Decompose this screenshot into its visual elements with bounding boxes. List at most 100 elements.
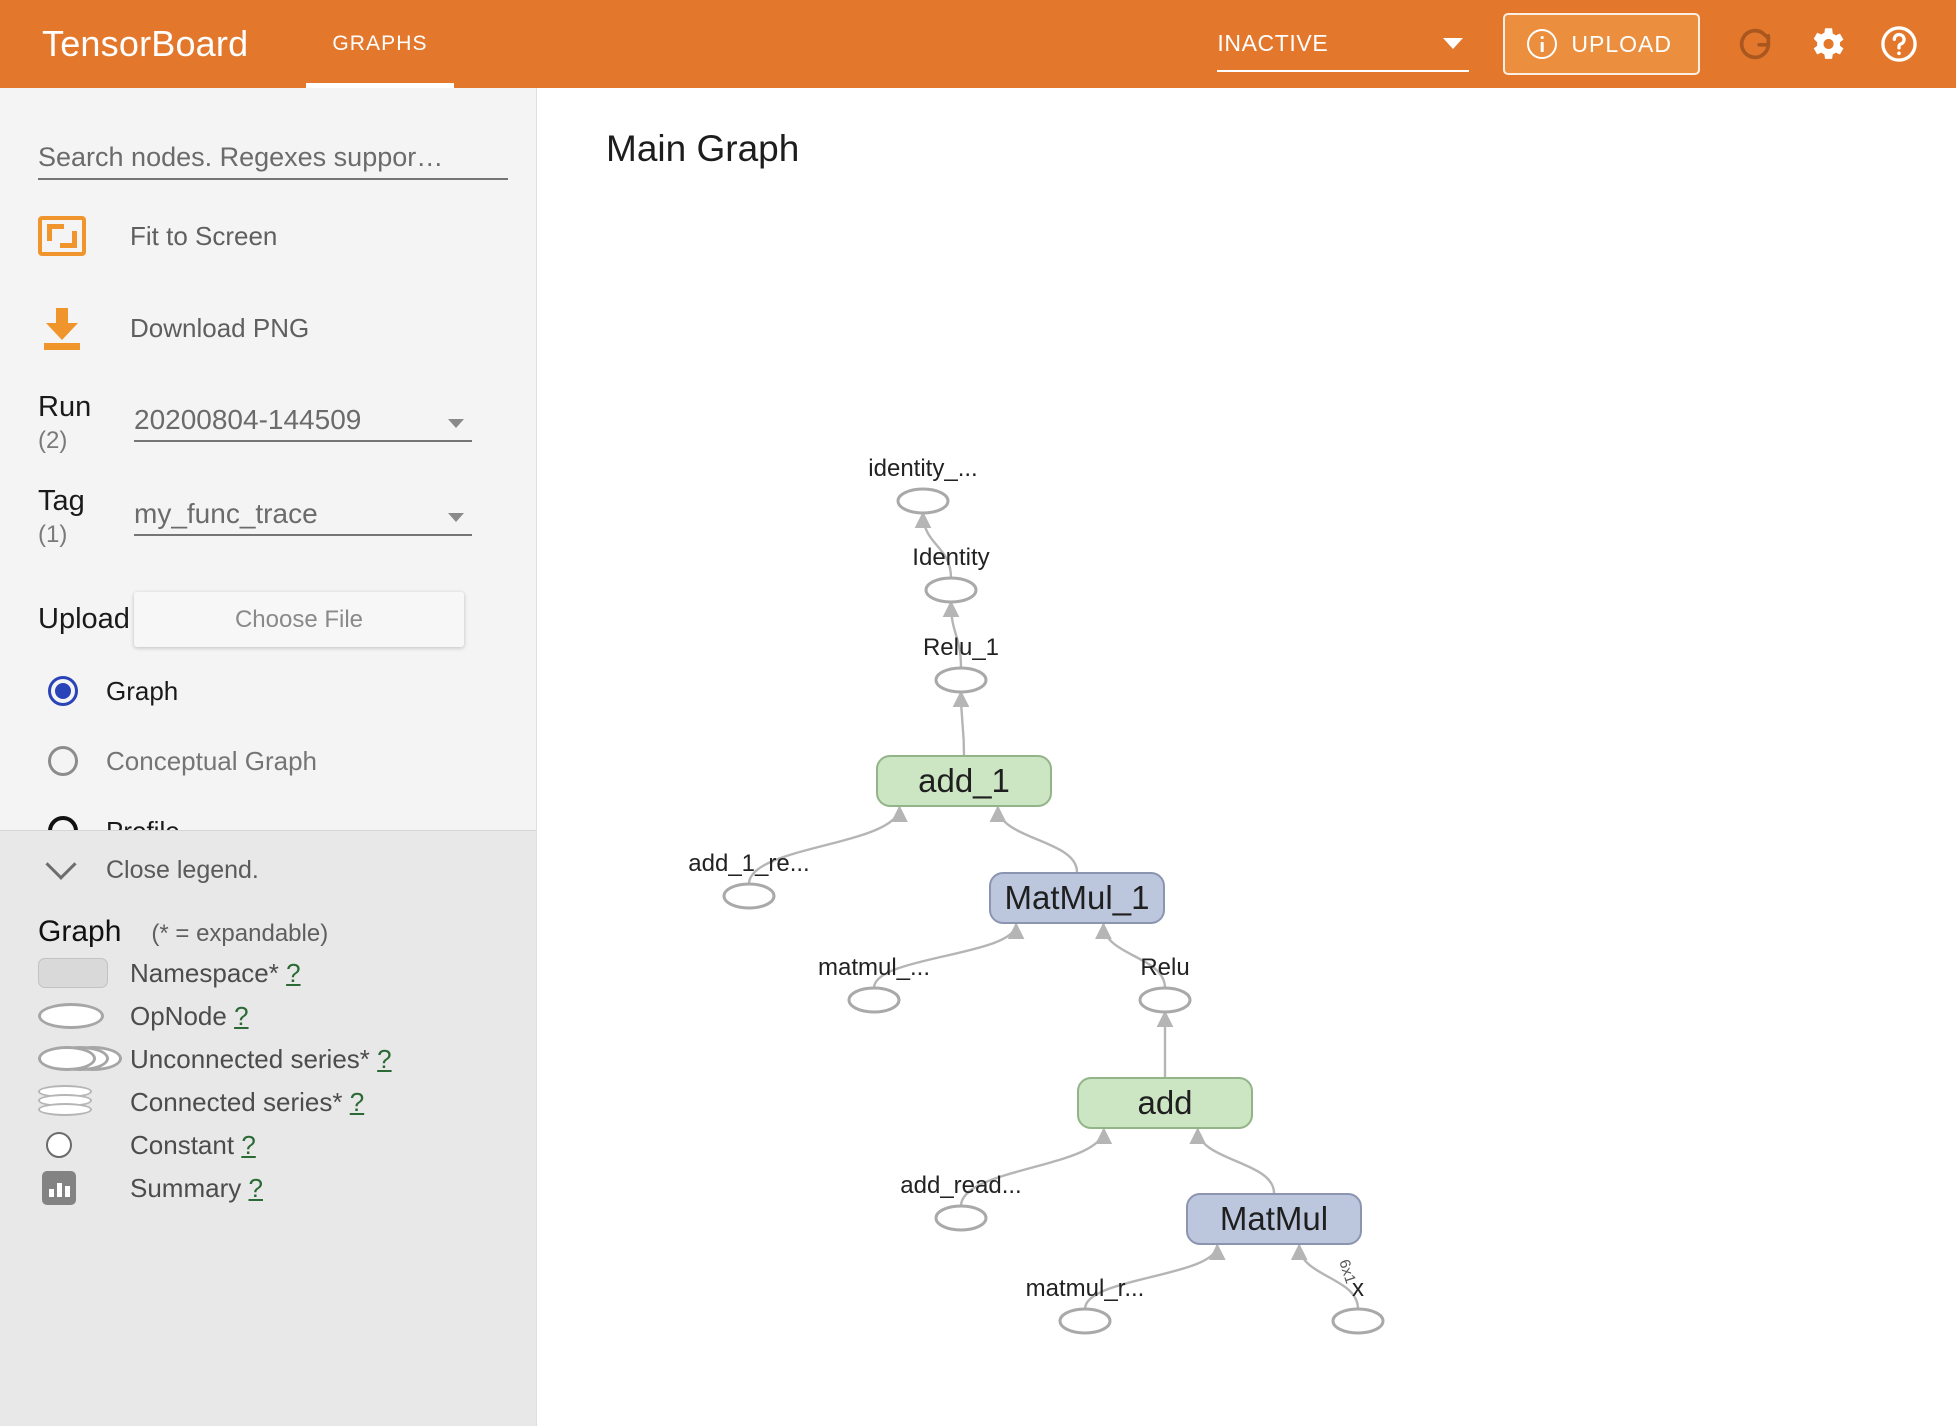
radio-graph[interactable]: Graph [38, 665, 498, 717]
gear-icon[interactable] [1800, 17, 1854, 71]
info-icon [1527, 29, 1558, 59]
graph-op-node[interactable] [1331, 1307, 1385, 1335]
graph-op-node[interactable] [722, 882, 776, 910]
graph-edge [1189, 1127, 1276, 1194]
graph-node-label: x [1352, 1275, 1364, 1302]
refresh-icon[interactable] [1728, 17, 1782, 71]
graph-node-label: add_1_re... [688, 850, 810, 877]
graph-edge [1290, 1243, 1360, 1310]
sidebar: Fit to Screen Download PNG Run (2) 20200… [0, 88, 537, 1426]
run-field-key: Run (2) [38, 390, 134, 458]
search-container [38, 88, 508, 180]
legend-label-unconnected-series: Unconnected series* [130, 1043, 370, 1074]
graph-op-node[interactable] [934, 666, 988, 694]
legend-header: Graph (* = expandable) [38, 915, 498, 949]
namespace-shape-icon [38, 958, 130, 988]
legend-title: Graph [38, 915, 122, 948]
graph-edge [872, 922, 1025, 989]
run-status-dropdown[interactable]: INACTIVE [1217, 16, 1470, 72]
radio-graph-label: Graph [106, 675, 179, 706]
legend-panel: Close legend. Graph (* = expandable) Nam… [0, 830, 536, 1426]
search-input[interactable] [38, 136, 508, 180]
page-title: Main Graph [606, 128, 800, 169]
graph-node-label: add [1137, 1084, 1193, 1121]
legend-item-opnode: OpNode ? [38, 997, 498, 1035]
close-legend-button[interactable]: Close legend. [38, 831, 498, 909]
graph-edge [942, 600, 963, 669]
download-png-button[interactable]: Download PNG [38, 292, 498, 364]
graph-op-node[interactable] [924, 576, 978, 604]
graph-op-node[interactable] [896, 487, 950, 515]
fit-to-screen-button[interactable]: Fit to Screen [38, 200, 498, 272]
graph-op-node[interactable] [847, 986, 901, 1014]
graph-nodes [722, 487, 1385, 1335]
graph-op-node[interactable] [934, 1204, 988, 1232]
summary-shape-icon [38, 1171, 130, 1205]
app-header: TensorBoard GRAPHS INACTIVE UPLOAD [0, 0, 1956, 88]
tag-label: Tag [38, 485, 85, 517]
graph-edge [747, 805, 908, 885]
upload-button-label: UPLOAD [1571, 30, 1672, 57]
graph-edges [747, 511, 1360, 1310]
legend-item-namespace: Namespace* ? [38, 954, 498, 992]
run-field: Run (2) 20200804-144509 [38, 390, 498, 458]
run-count: (2) [38, 427, 68, 454]
fit-to-screen-icon [38, 216, 86, 256]
run-dropdown[interactable]: 20200804-144509 [134, 390, 472, 442]
graph-namespace-node[interactable]: MatMul [1186, 1193, 1362, 1245]
help-link-connected-series[interactable]: ? [349, 1086, 365, 1117]
help-link-namespace[interactable]: ? [286, 957, 301, 988]
opnode-shape-icon [38, 1003, 130, 1029]
run-status-value: INACTIVE [1217, 29, 1329, 56]
legend-label-summary: Summary [130, 1172, 242, 1203]
tab-graphs[interactable]: GRAPHS [306, 0, 454, 88]
close-legend-label: Close legend. [106, 855, 259, 884]
run-value: 20200804-144509 [134, 404, 362, 435]
graph-edge [1095, 922, 1167, 989]
choose-file-button[interactable]: Choose File [134, 592, 464, 647]
tag-value: my_func_trace [134, 498, 318, 529]
graph-node-label: Identity [912, 544, 990, 571]
tab-graphs-label: GRAPHS [332, 32, 428, 55]
radio-conceptual-graph-indicator [48, 746, 78, 776]
help-icon[interactable] [1872, 17, 1926, 71]
radio-conceptual-graph[interactable]: Conceptual Graph [38, 735, 498, 787]
graph-namespace-node[interactable]: MatMul_1 [989, 872, 1165, 924]
graph-namespace-node[interactable]: add [1077, 1077, 1253, 1129]
legend-label-constant: Constant [130, 1129, 235, 1160]
fit-to-screen-label: Fit to Screen [130, 220, 278, 251]
legend-item-unconnected-series: Unconnected series* ? [38, 1040, 498, 1078]
graph-op-node[interactable] [1058, 1307, 1112, 1335]
graph-node-label: add_read... [900, 1172, 1022, 1199]
radio-conceptual-graph-label: Conceptual Graph [106, 745, 318, 776]
tag-dropdown[interactable]: my_func_trace [134, 484, 472, 536]
download-icon [38, 306, 86, 350]
run-label: Run [38, 391, 92, 423]
graph-edge [952, 690, 970, 756]
help-link-opnode[interactable]: ? [234, 1000, 249, 1031]
chevron-down-icon [448, 419, 464, 428]
graph-node-label: MatMul [1219, 1200, 1329, 1237]
graph-edge [914, 511, 953, 579]
graph-node-label: Relu_1 [922, 634, 1000, 661]
upload-field: Upload Choose File [38, 592, 498, 647]
legend-item-constant: Constant ? [38, 1126, 498, 1164]
legend-label-opnode: OpNode [130, 1000, 227, 1031]
graph-node-label: identity_... [868, 455, 978, 482]
graph-node-label: matmul_... [817, 954, 931, 981]
help-link-constant[interactable]: ? [241, 1129, 256, 1160]
help-link-summary[interactable]: ? [248, 1172, 263, 1203]
graph-op-node[interactable] [1138, 986, 1192, 1014]
graph-namespace-node[interactable]: add_1 [876, 755, 1052, 807]
chevron-down-icon [448, 513, 464, 522]
tag-field: Tag (1) my_func_trace [38, 484, 498, 552]
graph-node-label: Relu [1140, 954, 1190, 981]
legend-item-summary: Summary ? [38, 1169, 498, 1207]
download-png-label: Download PNG [130, 312, 310, 343]
help-link-unconnected-series[interactable]: ? [377, 1043, 392, 1074]
upload-button[interactable]: UPLOAD [1503, 13, 1700, 75]
chevron-down-icon [45, 848, 77, 880]
unconnected-series-shape-icon [38, 1045, 130, 1073]
connected-series-shape-icon [38, 1085, 130, 1119]
